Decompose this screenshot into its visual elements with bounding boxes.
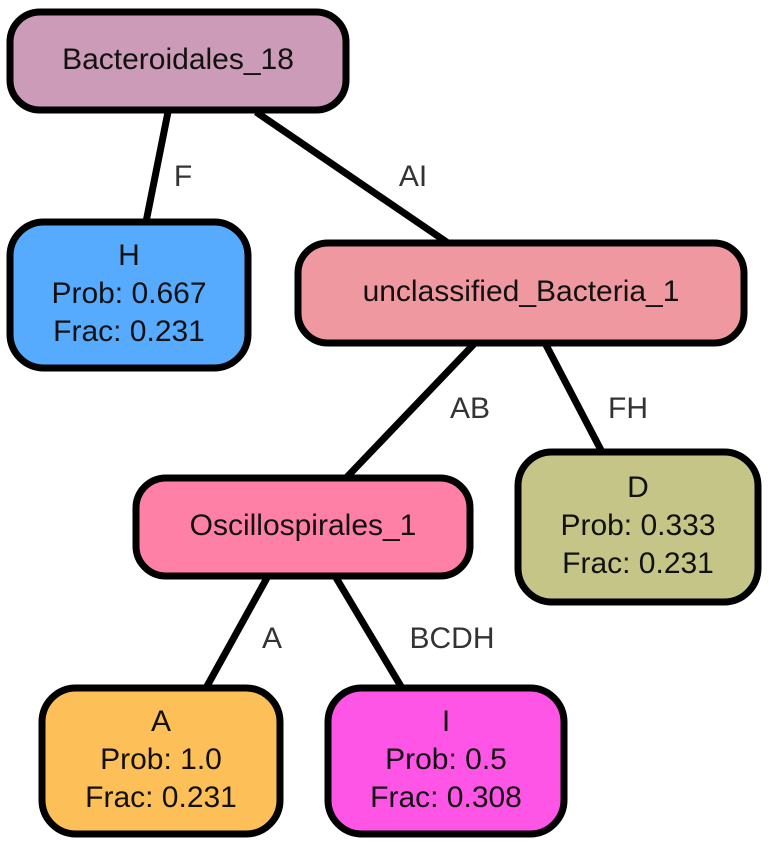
node-text-a-line-2: Frac: 0.231 [85, 781, 237, 814]
node-text-unclassified-line-0: unclassified_Bacteria_1 [363, 275, 680, 308]
node-box-bacteroidales [6, 8, 350, 114]
node-box-d [514, 448, 762, 606]
node-box-oscillo [132, 474, 474, 580]
node-text-h-line-1: Prob: 0.667 [51, 277, 206, 310]
node-text-h-line-2: Frac: 0.231 [53, 315, 205, 348]
edge-label-oscillo-to-i: BCDH [409, 622, 494, 655]
node-text-d-line-1: Prob: 0.333 [560, 509, 715, 542]
edge-label-unclassified-to-oscillo: AB [450, 392, 490, 425]
edge-label-bacteroidales-to-unclassified: AI [399, 160, 427, 193]
node-text-d-line-2: Frac: 0.231 [562, 547, 714, 580]
node-box-unclassified [294, 239, 748, 347]
edge-unclassified-to-oscillo [343, 340, 478, 481]
edge-label-oscillo-to-a: A [262, 622, 282, 655]
node-text-oscillo-line-0: Oscillospirales_1 [190, 509, 417, 542]
node-text-bacteroidales-line-0: Bacteroidales_18 [62, 43, 294, 76]
node-text-h-line-0: H [118, 239, 140, 272]
edge-unclassified-to-d [541, 341, 606, 454]
node-text-i-line-2: Frac: 0.308 [370, 781, 522, 814]
node-text-i-line-1: Prob: 0.5 [385, 743, 507, 776]
edge-oscillo-to-a [202, 574, 272, 690]
edge-oscillo-to-i [331, 574, 406, 690]
node-text-a-line-0: A [151, 705, 171, 738]
node-box-i [324, 684, 568, 838]
node-oscillo: Oscillospirales_1 [132, 474, 474, 580]
node-bacteroidales: Bacteroidales_18 [6, 8, 350, 114]
edge-bacteroidales-to-unclassified [254, 109, 450, 246]
node-unclassified: unclassified_Bacteria_1 [294, 239, 748, 347]
edge-label-bacteroidales-to-h: F [174, 160, 192, 193]
node-text-a-line-1: Prob: 1.0 [100, 743, 222, 776]
edge-label-unclassified-to-d: FH [608, 392, 648, 425]
node-text-d-line-0: D [627, 471, 649, 504]
edges-layer: F AI AB FH A BCDH [142, 109, 648, 690]
edge-bacteroidales-to-h [142, 111, 172, 223]
node-box-a [38, 684, 284, 838]
node-text-i-line-0: I [442, 705, 450, 738]
node-box-h [6, 218, 252, 372]
